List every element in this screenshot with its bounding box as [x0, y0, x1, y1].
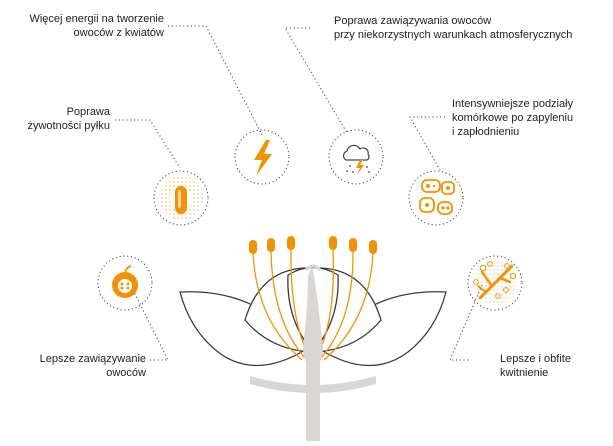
connector-fruit	[132, 289, 169, 361]
label-division: Intensywniejsze podziały komórkowe po za…	[452, 97, 573, 139]
label-fruit-line2: owoców	[106, 367, 146, 379]
label-weather-line2: przy niekorzystnych warunkach atmosferyc…	[334, 29, 573, 41]
label-weather: Poprawa zawiązywania owoców przy niekorz…	[334, 14, 572, 42]
label-pollen: Poprawa żywotności pyłku	[0, 105, 110, 133]
flower	[179, 236, 447, 441]
connector-bloom	[449, 284, 483, 361]
label-bloom-line1: Lepsze i obfite	[500, 353, 571, 365]
label-fruit: Lepsze zawiązywanie owoców	[0, 352, 146, 380]
cell-division-icon	[419, 179, 455, 215]
flower-anthers	[249, 236, 377, 254]
connector-energy	[168, 25, 263, 136]
label-pollen-line1: Poprawa	[66, 106, 110, 118]
label-division-line3: i zapłodnieniu	[452, 126, 520, 138]
label-division-line2: komórkowe po zapyleniu	[452, 112, 574, 124]
label-energy-line1: Więcej energii na tworzenie	[29, 13, 164, 25]
flower-pistil	[303, 266, 323, 368]
label-division-line1: Intensywniejsze podziały	[452, 98, 574, 110]
flowering-branch-icon	[473, 261, 517, 305]
icon-circles	[97, 129, 523, 311]
flower-stem	[306, 360, 320, 441]
connector-lines	[115, 25, 483, 361]
label-pollen-line2: żywotności pyłku	[27, 120, 110, 132]
fruit-cross-section-icon	[112, 265, 138, 298]
label-energy: Więcej energii na tworzenie owoców z kwi…	[0, 12, 164, 40]
label-bloom: Lepsze i obfite kwitnienie	[500, 352, 571, 380]
connector-division	[409, 116, 445, 171]
storm-cloud-icon	[343, 144, 370, 175]
connector-pollen	[115, 119, 181, 169]
flower-petals	[179, 266, 447, 367]
label-weather-line1: Poprawa zawiązywania owoców	[334, 15, 492, 27]
label-bloom-line2: kwitnienie	[500, 367, 549, 379]
lightning-bolt-icon	[254, 140, 272, 176]
pollen-grain-icon	[159, 176, 203, 220]
connector-weather	[284, 27, 348, 134]
label-fruit-line1: Lepsze zawiązywanie	[39, 353, 146, 365]
label-energy-line2: owoców z kwiatów	[73, 27, 164, 39]
flower-receptacle	[250, 376, 376, 393]
